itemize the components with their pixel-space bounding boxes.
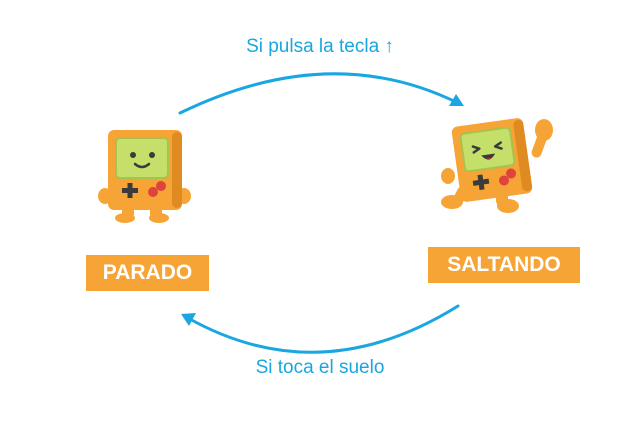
- transition-label-jump: Si pulsa la tecla ↑: [246, 36, 394, 57]
- transition-label-land: Si toca el suelo: [255, 357, 385, 378]
- transition-arrow-land: [186, 304, 460, 354]
- arrowhead-land: [181, 313, 196, 326]
- jumping-game-console-character-icon: [441, 118, 553, 213]
- state-label-parado: PARADO: [86, 255, 209, 291]
- transition-arrow-jump: [178, 72, 460, 115]
- arrowhead-jump: [449, 94, 464, 106]
- idle-game-console-character-icon: [98, 130, 191, 223]
- state-label-saltando: SALTANDO: [428, 247, 580, 283]
